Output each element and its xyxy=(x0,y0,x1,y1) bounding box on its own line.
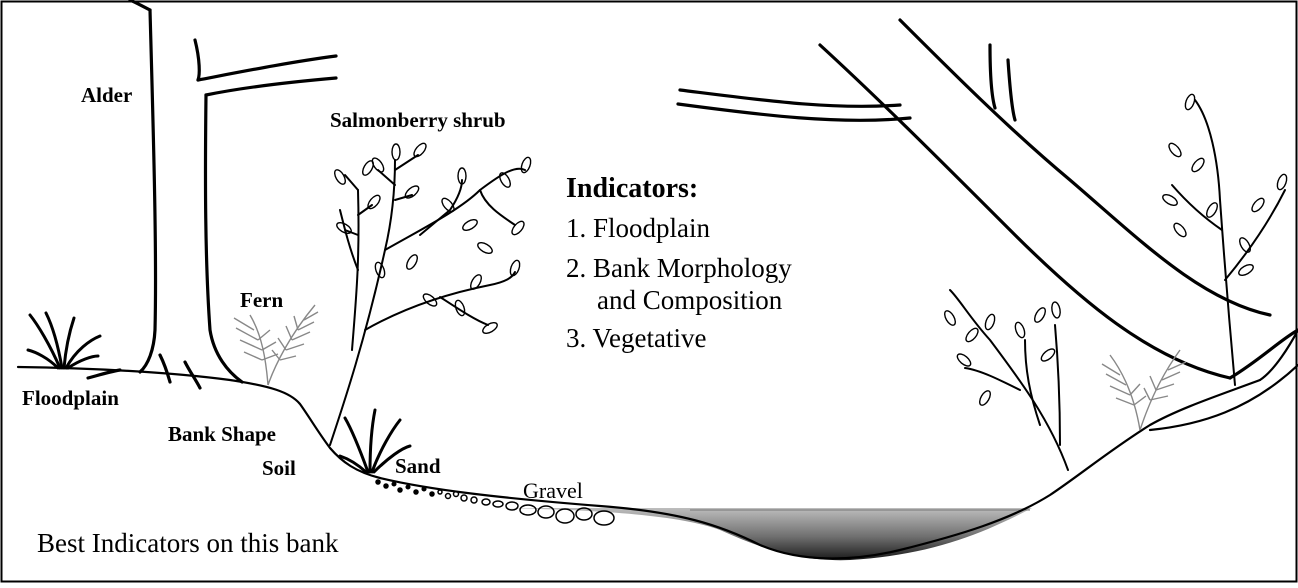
indicator-2-cont: and Composition xyxy=(597,285,783,315)
stream-water xyxy=(500,508,1032,560)
fern-right xyxy=(1102,350,1186,430)
shrub-right xyxy=(943,93,1289,470)
label-floodplain: Floodplain xyxy=(22,386,119,410)
indicators-block: Indicators: 1. Floodplain 2. Bank Morpho… xyxy=(566,173,792,353)
indicator-1: 1. Floodplain xyxy=(566,213,711,243)
label-soil: Soil xyxy=(262,456,296,480)
salmonberry-shrub xyxy=(330,141,532,445)
label-best-indicators: Best Indicators on this bank xyxy=(37,528,339,558)
indicator-2: 2. Bank Morphology xyxy=(566,253,792,283)
label-fern: Fern xyxy=(240,288,283,312)
fern-left xyxy=(234,305,318,385)
label-salmonberry: Salmonberry shrub xyxy=(330,108,506,132)
label-sand: Sand xyxy=(395,454,441,478)
big-tree-right xyxy=(678,20,1298,378)
label-bank-shape: Bank Shape xyxy=(168,422,276,446)
label-alder: Alder xyxy=(81,83,132,107)
indicator-3: 3. Vegetative xyxy=(566,323,706,353)
indicators-title: Indicators: xyxy=(566,173,698,204)
label-gravel: Gravel xyxy=(523,478,583,503)
grass-tuft-left xyxy=(28,313,100,368)
